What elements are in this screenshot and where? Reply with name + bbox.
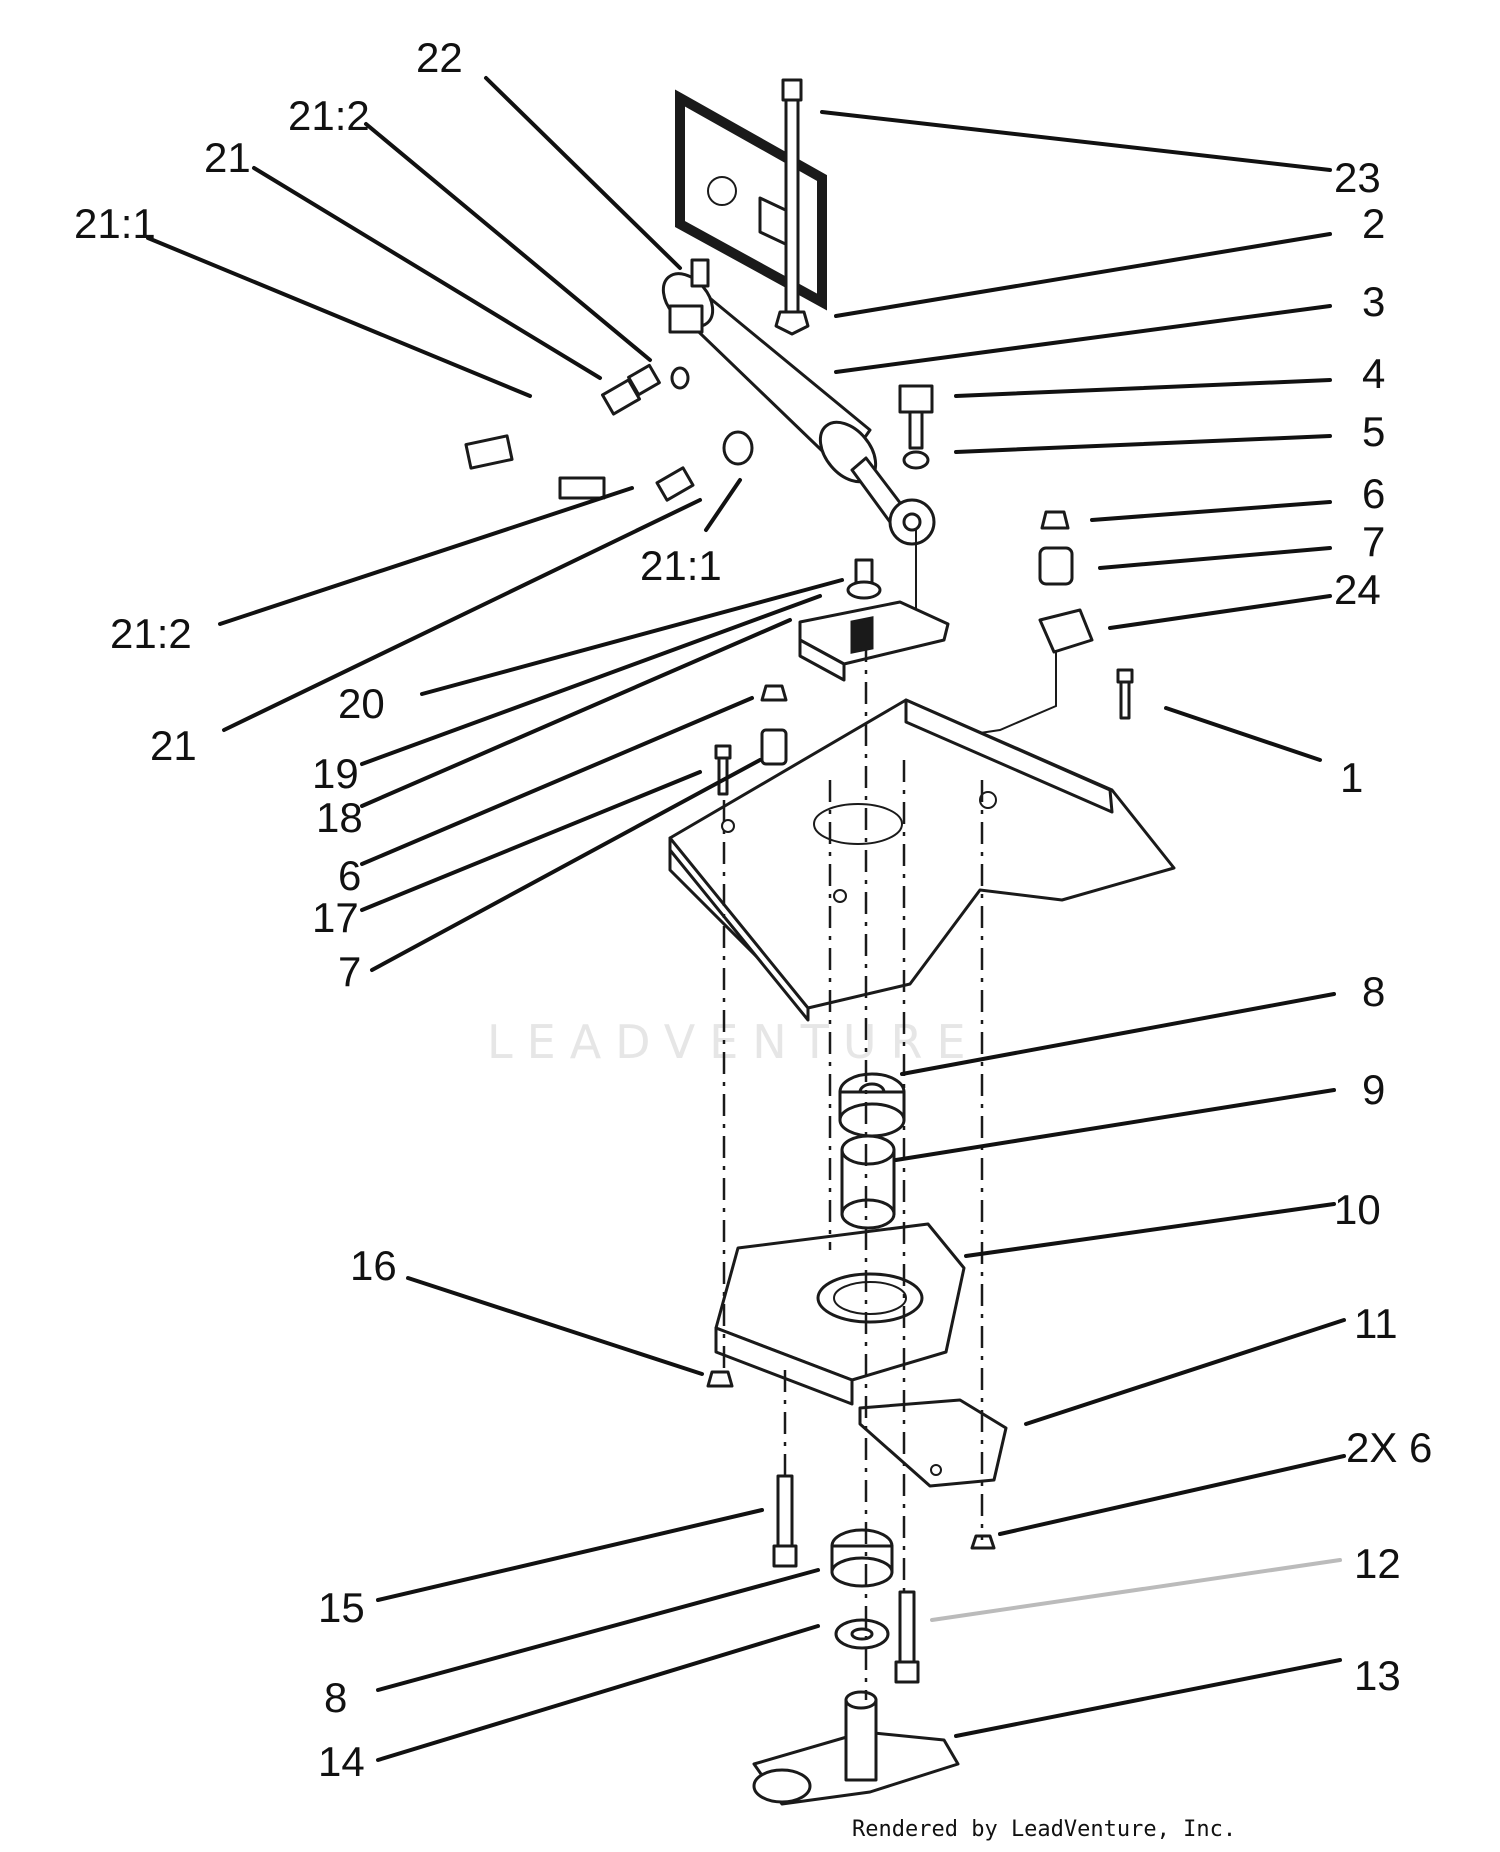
bearing-upper xyxy=(838,1072,906,1138)
callout-18: 18 xyxy=(316,794,363,841)
watermark-text: LEADVENTURE xyxy=(487,1015,980,1069)
callout-24: 24 xyxy=(1334,566,1381,613)
nut-right xyxy=(970,1534,996,1550)
assembly-axes xyxy=(722,640,984,1700)
callout-3: 3 xyxy=(1362,278,1385,325)
long-bolt-right xyxy=(894,1590,920,1684)
callout-17: 17 xyxy=(312,894,359,941)
rendered-by-credit: Rendered by LeadVenture, Inc. xyxy=(852,1817,1236,1842)
nut-and-spacer-left xyxy=(760,684,788,766)
callout-7-right: 7 xyxy=(1362,518,1385,565)
mount-housing xyxy=(714,1222,966,1406)
callout-9: 9 xyxy=(1362,1066,1385,1113)
side-bolt-left xyxy=(714,744,732,796)
callout-21-left: 21 xyxy=(150,722,197,769)
long-bolt-left xyxy=(772,1474,798,1568)
callout-21-2-top: 21:2 xyxy=(288,92,370,139)
lower-washer xyxy=(834,1618,890,1650)
callout-20: 20 xyxy=(338,680,385,727)
pivot-bracket xyxy=(798,558,950,682)
callout-2: 2 xyxy=(1362,200,1385,247)
callout-10: 10 xyxy=(1334,1186,1381,1233)
callout-14: 14 xyxy=(318,1738,365,1785)
callout-4: 4 xyxy=(1362,350,1385,397)
callout-6-right: 6 xyxy=(1362,470,1385,517)
callout-23: 23 xyxy=(1334,154,1381,201)
leader-lines xyxy=(146,76,1346,1762)
callout-5: 5 xyxy=(1362,408,1385,455)
callout-21-2-left: 21:2 xyxy=(110,610,192,657)
callout-labels: 22 21:2 21 21:1 23 2 3 4 5 6 7 24 21:1 2… xyxy=(74,34,1432,1785)
callout-21-top: 21 xyxy=(204,134,251,181)
callout-6-left: 6 xyxy=(338,852,361,899)
small-nut-left xyxy=(706,1370,734,1388)
spacer-tube xyxy=(840,1134,896,1230)
callout-8-top: 8 xyxy=(1362,968,1385,1015)
caster-fork-base xyxy=(752,1690,960,1806)
callout-8-bottom: 8 xyxy=(324,1674,347,1721)
cap-screw-and-washer xyxy=(898,384,934,612)
callout-19: 19 xyxy=(312,750,359,797)
callout-2x6: 2X 6 xyxy=(1346,1424,1432,1471)
callout-21-1-top: 21:1 xyxy=(74,200,156,247)
side-bolt-right xyxy=(1116,668,1134,720)
lock-nut-spacer-clamp xyxy=(959,510,1094,737)
callout-12: 12 xyxy=(1354,1540,1401,1587)
callout-15: 15 xyxy=(318,1584,365,1631)
callout-21-1-mid: 21:1 xyxy=(640,542,722,589)
bolt-top xyxy=(774,78,810,336)
callout-7-left: 7 xyxy=(338,948,361,995)
frame-plate xyxy=(668,698,1176,1022)
bearing-lower xyxy=(830,1528,894,1588)
fittings-and-hoses xyxy=(464,363,754,502)
callout-11: 11 xyxy=(1354,1300,1398,1347)
callout-22: 22 xyxy=(416,34,463,81)
callout-13: 13 xyxy=(1354,1652,1401,1699)
bracket-plate xyxy=(858,1398,1008,1488)
hydraulic-cylinder xyxy=(661,258,936,546)
callout-16: 16 xyxy=(350,1242,397,1289)
callout-1: 1 xyxy=(1340,754,1363,801)
